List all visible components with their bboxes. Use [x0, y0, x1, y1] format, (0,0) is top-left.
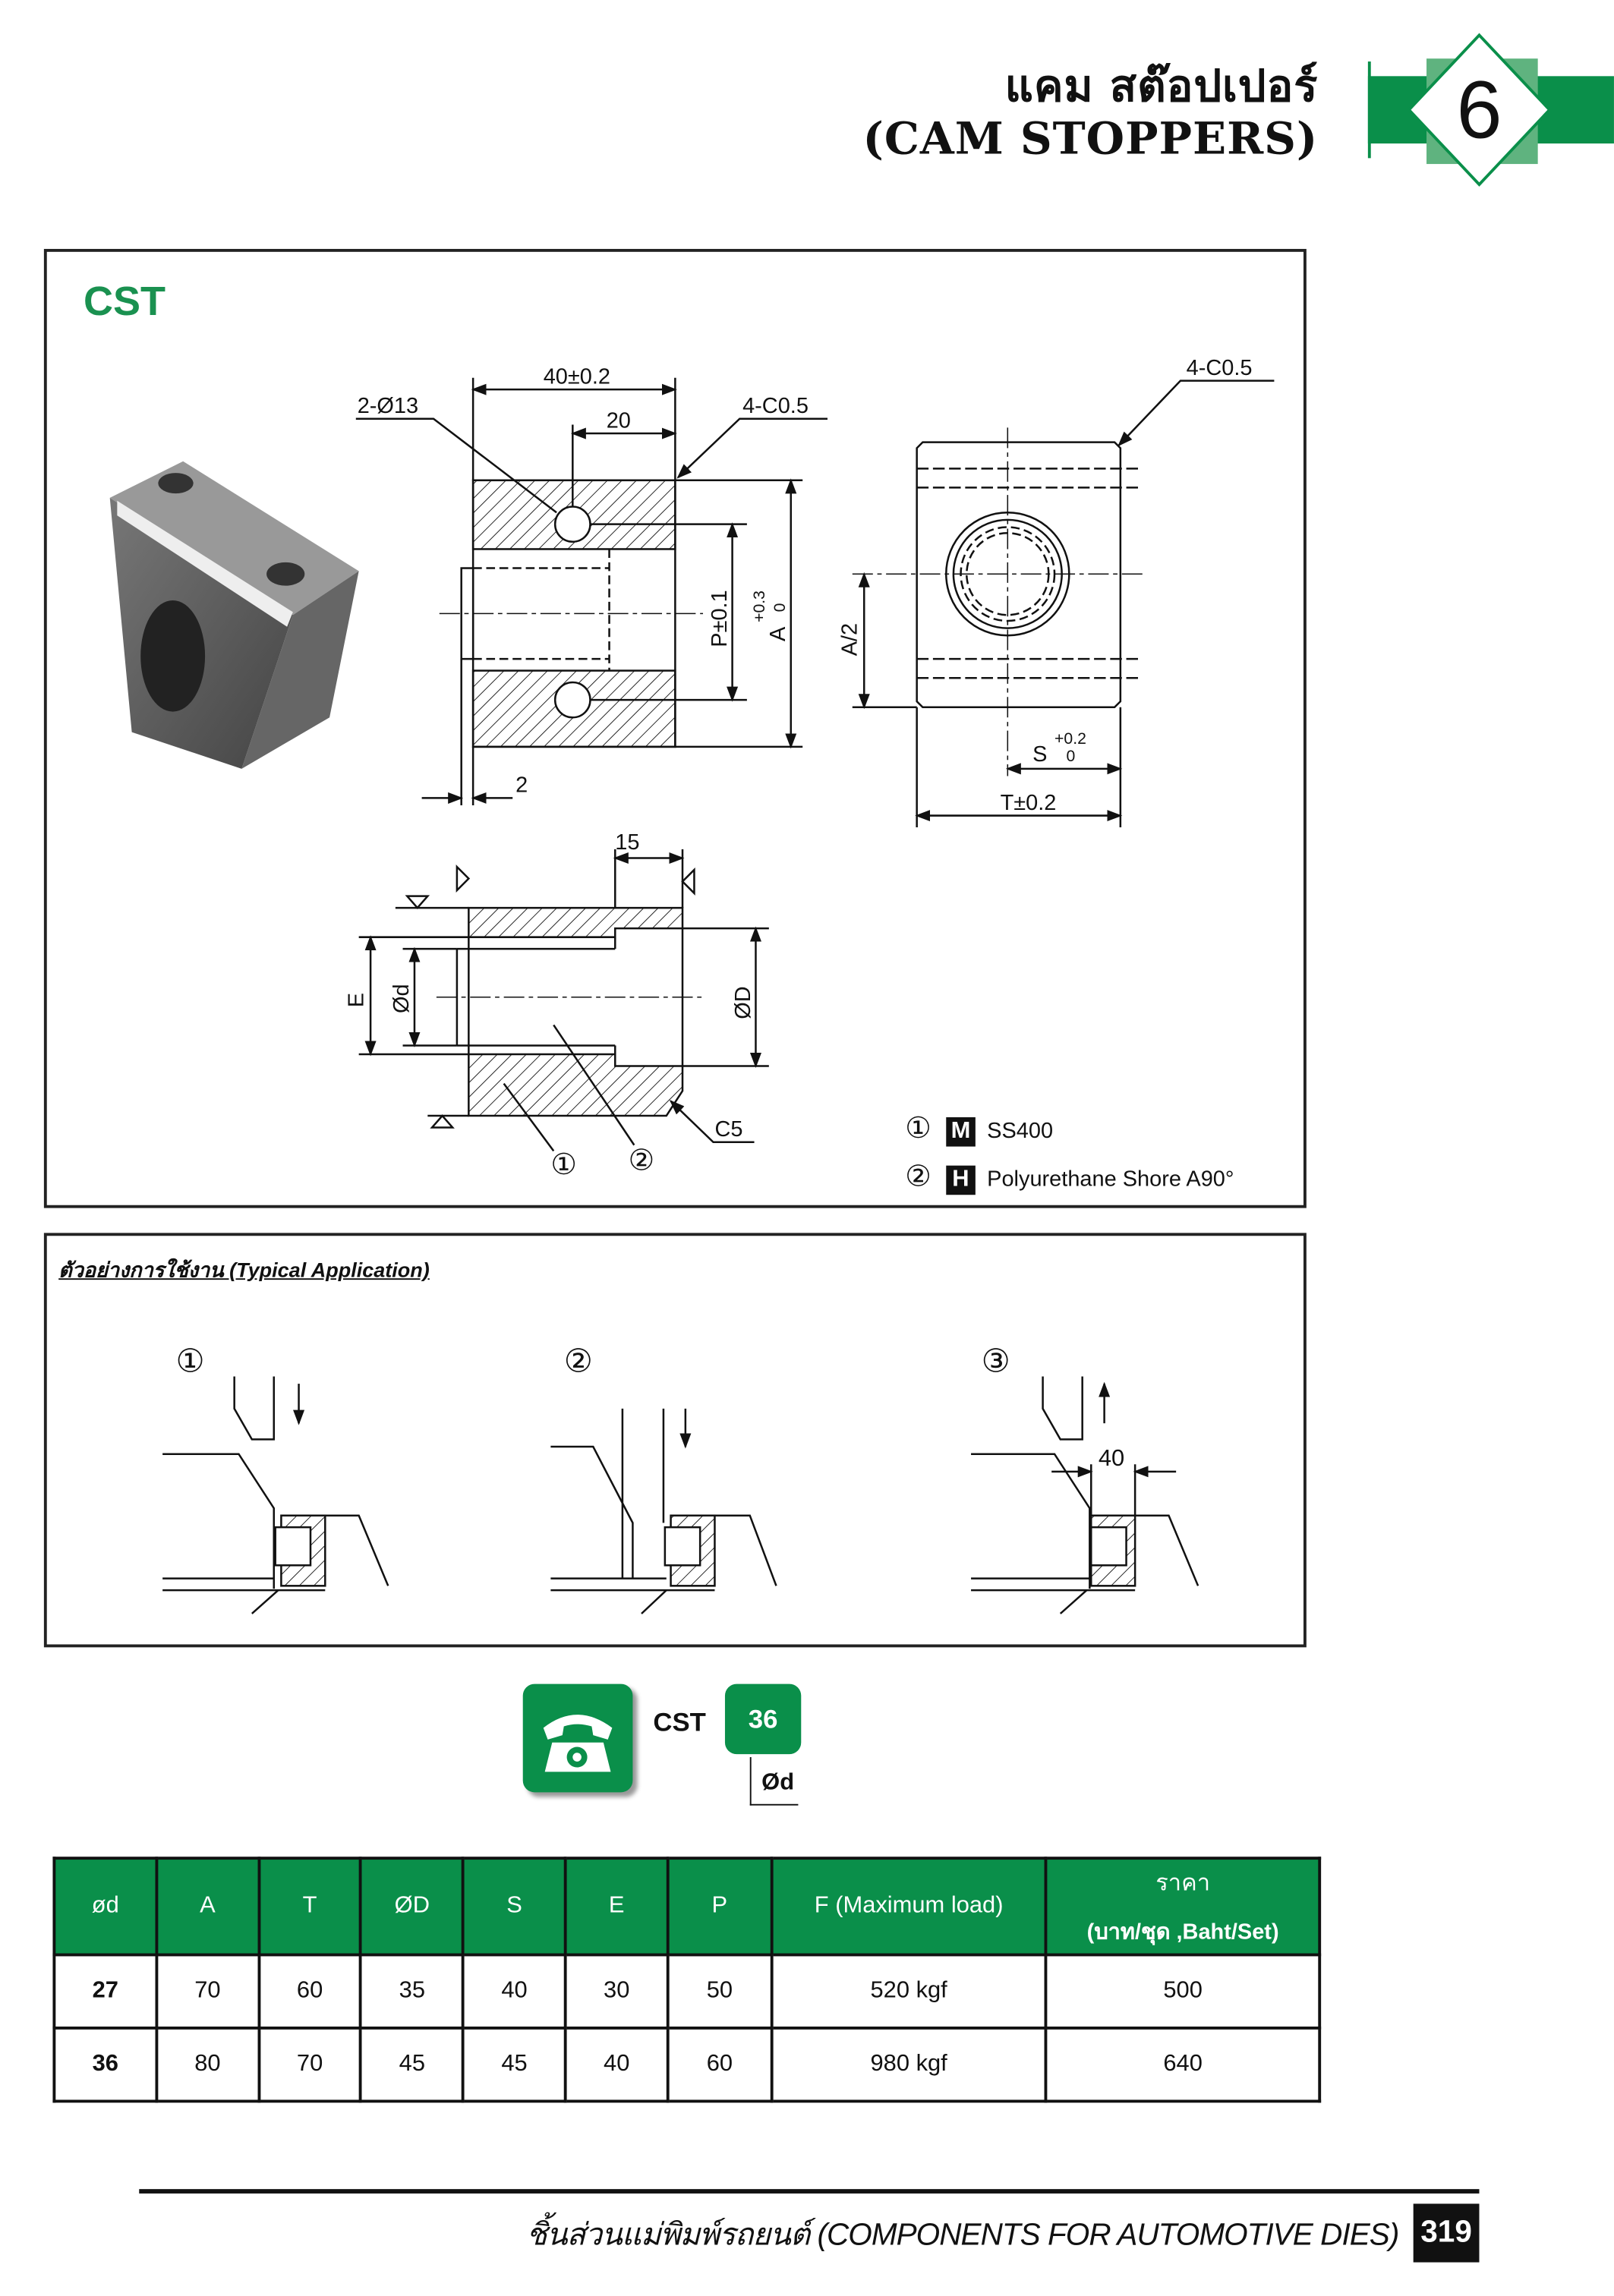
col-header: S — [462, 1857, 567, 1957]
col-header: P — [666, 1857, 774, 1957]
col-header: A — [155, 1857, 260, 1957]
order-size-label: Ød — [761, 1770, 795, 1796]
dim-bush-length: 15 — [615, 830, 639, 855]
dim-e: E — [344, 993, 368, 1007]
price-header-thai: ราคา — [1155, 1870, 1211, 1896]
application-panel — [43, 1233, 1307, 1648]
footer-divider — [139, 2189, 1480, 2194]
footer-text: ชิ้นส่วนแม่พิมพ์รถยนต์ (COMPONENTS FOR A… — [526, 2218, 1399, 2253]
price-header-unit: (บาท/ชุด ,Baht/Set) — [1086, 1919, 1279, 1945]
application-sketches — [162, 1376, 1199, 1614]
side-view — [852, 380, 1275, 827]
dim-a-half: A/2 — [838, 623, 862, 656]
legend-num: ① — [905, 1113, 932, 1145]
phone-icon — [522, 1683, 633, 1793]
bushing-section — [358, 849, 769, 1152]
dim-outer-diameter: ØD — [731, 986, 755, 1019]
dim-chamfer-front: 4-C0.5 — [742, 394, 809, 418]
page-number: 319 — [1413, 2203, 1480, 2263]
legend-num: ② — [905, 1161, 932, 1194]
product-code: CST — [83, 278, 165, 324]
application-sketch-3 — [971, 1376, 1199, 1614]
step-2-marker: ② — [564, 1343, 593, 1379]
dim-half-width: 20 — [607, 408, 631, 433]
material-mark: M — [946, 1117, 976, 1147]
dim-a-tol-low: 0 — [771, 603, 789, 613]
legend-material: SS400 — [987, 1118, 1054, 1144]
application-dim: 40 — [1099, 1444, 1124, 1471]
dim-c5: C5 — [714, 1117, 742, 1142]
title-english: (CAM STOPPERS) — [862, 114, 1319, 165]
dim-p: P±0.1 — [708, 590, 732, 647]
dim-width: 40±0.2 — [544, 364, 610, 389]
col-header: ØD — [359, 1857, 465, 1957]
front-view — [355, 377, 827, 806]
application-sketch-1 — [162, 1376, 389, 1614]
dim-s: S — [1032, 742, 1047, 767]
dim-a: A — [766, 626, 790, 641]
order-size-badge: 36 — [724, 1683, 802, 1755]
hardness-mark: H — [946, 1165, 976, 1195]
step-3-marker: ③ — [982, 1343, 1010, 1379]
dim-holes: 2-Ø13 — [358, 394, 418, 418]
dim-a-tol-up: +0.3 — [751, 591, 768, 622]
product-drawing-panel — [43, 248, 1307, 1208]
product-photo — [109, 461, 359, 769]
dim-s-tol-low: 0 — [1066, 748, 1075, 765]
step-1-marker: ① — [176, 1343, 205, 1379]
order-code: CST — [653, 1707, 706, 1737]
title-thai: แคม สต๊อปเปอร์ — [1004, 61, 1319, 113]
chapter-number: 6 — [1456, 63, 1502, 155]
part-2-marker: ② — [629, 1144, 655, 1176]
dim-offset: 2 — [515, 773, 528, 798]
col-header: T — [257, 1857, 363, 1957]
dim-s-tol-up: +0.2 — [1054, 730, 1086, 748]
col-header: E — [563, 1857, 670, 1957]
application-sketch-2 — [550, 1408, 777, 1614]
legend-material: Polyurethane Shore A90° — [987, 1167, 1234, 1192]
part-1-marker: ① — [550, 1148, 577, 1181]
application-title: ตัวอย่างการใช้งาน (Typical Application) — [58, 1258, 430, 1282]
dim-inner-diameter: Ød — [389, 984, 414, 1013]
col-header: F (Maximum load) — [770, 1857, 1048, 1957]
dim-t: T±0.2 — [1001, 791, 1057, 815]
chapter-badge: 6 — [1367, 33, 1614, 187]
dim-chamfer-side: 4-C0.5 — [1187, 356, 1253, 380]
col-header: ød — [52, 1857, 159, 1957]
col-header-price: ราคา (บาท/ชุด ,Baht/Set) — [1045, 1857, 1322, 1957]
